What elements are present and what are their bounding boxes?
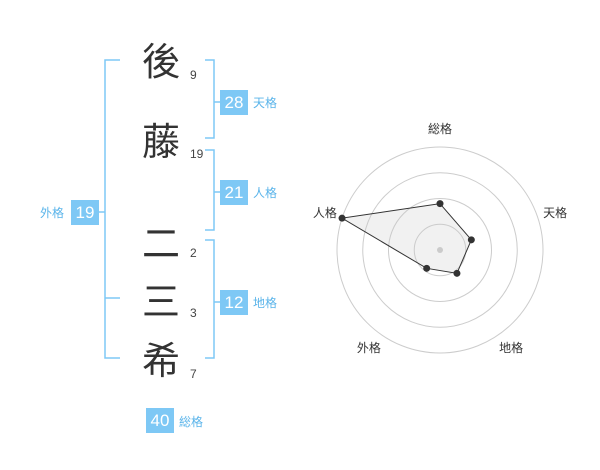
radar-axis-label-5: 人格 bbox=[312, 205, 337, 220]
radar-axis-label-1: 総格 bbox=[428, 122, 453, 136]
tenkaku-bracket bbox=[205, 59, 215, 139]
gaikaku-label: 外格 bbox=[40, 206, 65, 220]
radar-point-3 bbox=[453, 269, 461, 277]
radar-axis-label-4: 外格 bbox=[356, 340, 381, 355]
radar-center bbox=[437, 247, 443, 253]
name-char-1: 後 bbox=[141, 40, 180, 84]
radar-ring bbox=[336, 146, 544, 354]
jinkaku-label: 人格 bbox=[253, 186, 278, 200]
name-char-3: 二 bbox=[141, 222, 180, 266]
chikaku-bracket bbox=[205, 239, 215, 359]
soukaku-label: 総格 bbox=[179, 415, 204, 429]
radar-point-2 bbox=[467, 236, 475, 244]
radar-point-1 bbox=[436, 200, 444, 208]
tenkaku-value: 28 bbox=[220, 90, 248, 115]
gaikaku-value: 19 bbox=[71, 200, 99, 225]
radar-series-polygon bbox=[340, 203, 472, 274]
radar-ring bbox=[362, 172, 518, 328]
chikaku-label: 地格 bbox=[253, 296, 278, 310]
stroke-count-1: 9 bbox=[190, 68, 197, 82]
radar-axis-label-3: 地格 bbox=[499, 340, 524, 355]
jinkaku-value: 21 bbox=[220, 180, 248, 205]
name-char-5: 希 bbox=[141, 339, 180, 383]
name-char-4: 三 bbox=[141, 280, 180, 324]
soukaku-value: 40 bbox=[146, 408, 174, 433]
gaikaku-bracket bbox=[104, 59, 120, 359]
tenkaku-label: 天格 bbox=[253, 96, 278, 110]
jinkaku-bracket bbox=[205, 149, 215, 231]
stroke-count-4: 3 bbox=[190, 306, 197, 320]
stroke-count-3: 2 bbox=[190, 246, 197, 260]
stroke-count-5: 7 bbox=[190, 367, 197, 381]
radar-ring bbox=[388, 198, 492, 302]
radar-point-4 bbox=[423, 264, 431, 272]
radar-axis-label-2: 天格 bbox=[543, 205, 568, 220]
stroke-count-2: 19 bbox=[190, 147, 204, 161]
name-char-2: 藤 bbox=[141, 120, 180, 164]
chikaku-value: 12 bbox=[220, 290, 248, 315]
radar-ring bbox=[413, 223, 467, 277]
radar-point-5 bbox=[338, 214, 346, 222]
